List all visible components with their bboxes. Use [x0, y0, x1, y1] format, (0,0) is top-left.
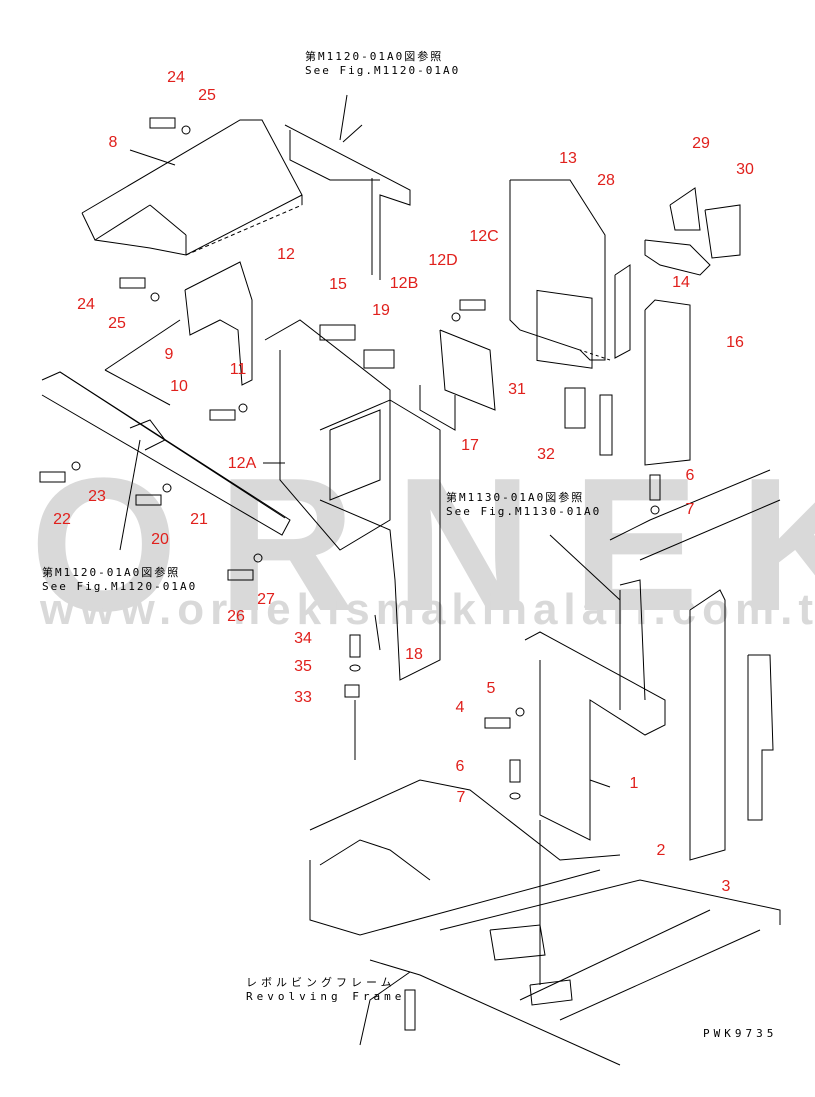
part-28-bracket: [644, 239, 711, 276]
part-19-block: [363, 349, 395, 369]
part-3-pad: [747, 654, 774, 821]
part-label: 7: [456, 789, 466, 806]
part-12-panel: [264, 319, 391, 551]
revolving-frame-jp: レボルビングフレーム: [246, 976, 396, 989]
part-label: 1: [629, 775, 639, 792]
watermark-brand: ORNEK: [30, 439, 815, 651]
part-18-plate: [319, 399, 441, 681]
reference-left-en: See Fig.M1120-01A0: [42, 580, 198, 593]
reference-right-jp: 第M1130-01A0図参照: [446, 491, 585, 504]
part-label: 34: [294, 630, 312, 647]
part-31-block: [564, 387, 586, 429]
reference-right-en: See Fig.M1130-01A0: [446, 505, 602, 518]
bracket-top: [284, 124, 411, 280]
watermark-url: www.ornekismakinalari.com.tr: [40, 585, 815, 634]
part-label: 5: [486, 680, 496, 697]
revolving-frame: [309, 779, 781, 1066]
part-label: 25: [108, 315, 126, 332]
part-label: 14: [672, 274, 690, 291]
part-15-block: [319, 324, 356, 341]
part-29-pad: [669, 187, 701, 231]
part-12B-plate: [439, 329, 496, 411]
revolving-frame-en: Revolving Frame: [246, 990, 406, 1003]
part-label: 31: [508, 381, 526, 398]
part-2-cover: [689, 589, 726, 861]
part-label: 26: [227, 608, 245, 625]
part-label: 12C: [469, 228, 499, 245]
part-label: 22: [53, 511, 71, 528]
part-label: 24: [167, 69, 185, 86]
frame-rail-left: [41, 371, 291, 536]
part-label: 9: [164, 346, 174, 363]
revolving-frame-label: レボルビングフレーム Revolving Frame: [246, 976, 405, 1004]
part-label: 25: [198, 87, 216, 104]
part-label: 6: [455, 758, 465, 775]
part-label: 27: [257, 591, 275, 608]
part-9-bracket: [184, 261, 253, 386]
part-32-block: [599, 394, 613, 456]
part-label: 12D: [428, 252, 458, 269]
part-label: 19: [372, 302, 390, 319]
part-label: 21: [190, 511, 208, 528]
part-label: 33: [294, 689, 312, 706]
leader-lines: [119, 94, 621, 985]
part-label: 12B: [389, 275, 419, 292]
part-label: 32: [537, 446, 555, 463]
part-label: 35: [294, 658, 312, 675]
part-label: 28: [597, 172, 615, 189]
part-label: 30: [736, 161, 754, 178]
part-label: 20: [151, 531, 169, 548]
part-14-pad: [614, 264, 631, 359]
part-label: 29: [692, 135, 710, 152]
reference-right: 第M1130-01A0図参照 See Fig.M1130-01A0: [446, 491, 601, 519]
part-label: 8: [108, 134, 118, 151]
part-label: 10: [170, 378, 188, 395]
reference-left: 第M1120-01A0図参照 See Fig.M1120-01A0: [42, 566, 197, 594]
part-label: 23: [88, 488, 106, 505]
part-1-frame: [524, 469, 781, 841]
reference-top: 第M1120-01A0図参照 See Fig.M1120-01A0: [305, 50, 460, 78]
part-13-frame: [509, 179, 606, 361]
part-label: 2: [656, 842, 666, 859]
part-30-pad: [704, 204, 741, 259]
part-label: 11: [229, 361, 247, 378]
part-label: 13: [559, 150, 577, 167]
part-label: 7: [685, 501, 695, 518]
part-label: 16: [726, 334, 744, 351]
part-label: 18: [405, 646, 423, 663]
part-8-cover: [81, 119, 303, 256]
part-label: 24: [77, 296, 95, 313]
part-16-pad: [644, 299, 691, 466]
drawing-code: PWK9735: [703, 1027, 778, 1040]
part-label: 3: [721, 878, 731, 895]
reference-top-jp: 第M1120-01A0図参照: [305, 50, 444, 63]
bolts: [39, 117, 661, 800]
part-label: 15: [329, 276, 347, 293]
part-bracket-lower: [489, 924, 546, 961]
part-label: 17: [461, 437, 479, 454]
reference-left-jp: 第M1120-01A0図参照: [42, 566, 181, 579]
part-17-rod: [419, 385, 456, 431]
part-label: 12: [277, 246, 295, 263]
part-label: 4: [455, 699, 465, 716]
part-label: 6: [685, 467, 695, 484]
part-label: 12A: [227, 455, 257, 472]
reference-top-en: See Fig.M1120-01A0: [305, 64, 461, 77]
